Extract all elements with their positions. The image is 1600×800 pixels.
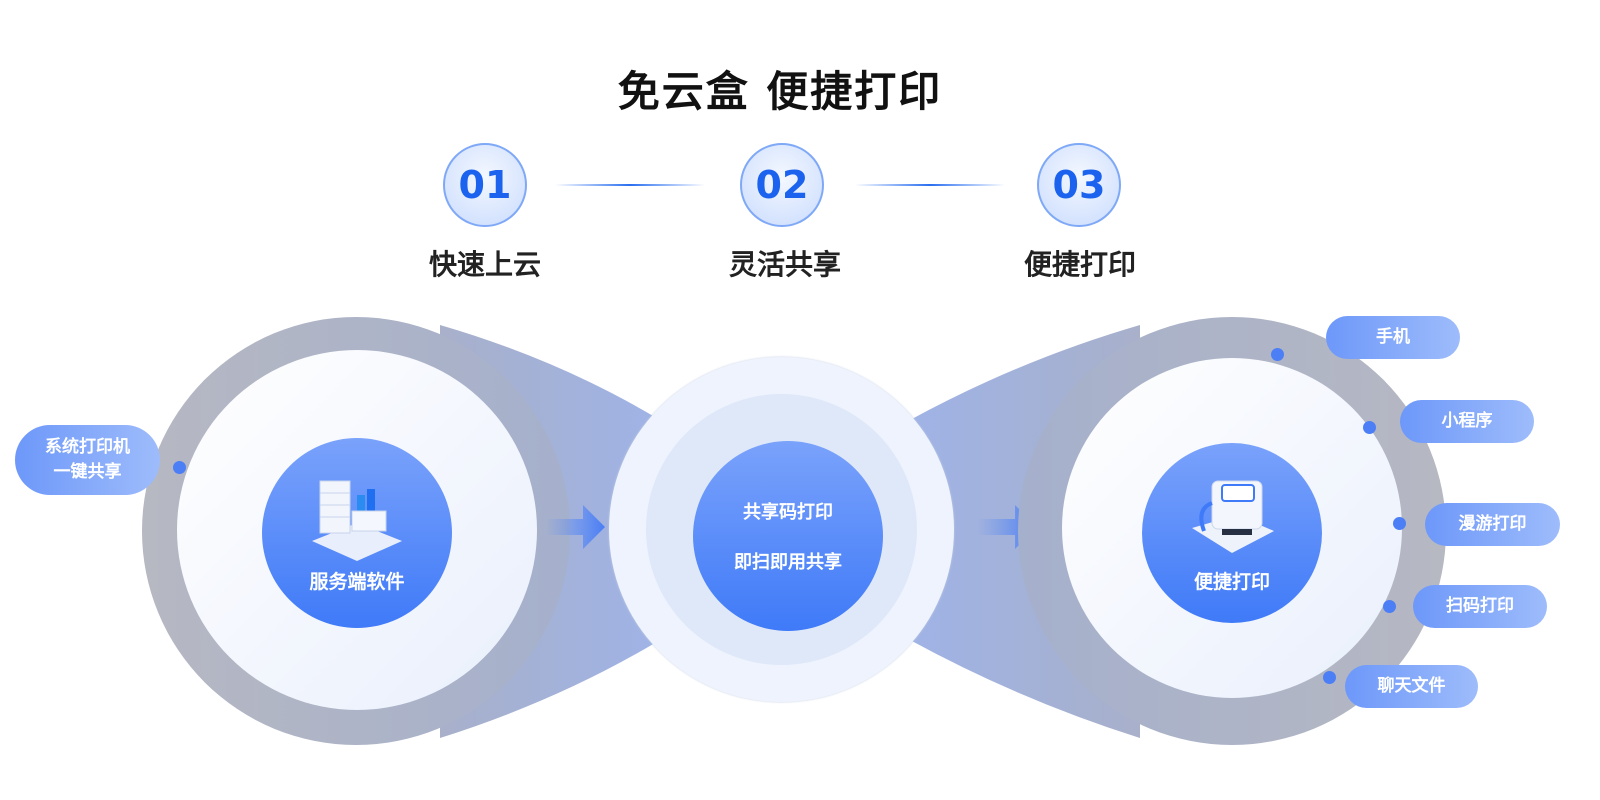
- tag-roaming-print[interactable]: 漫游打印: [1425, 503, 1560, 546]
- connector-dot: [173, 461, 186, 474]
- server-icon: [312, 480, 402, 561]
- tag-phone[interactable]: 手机: [1326, 316, 1460, 359]
- connector-dot: [1393, 517, 1406, 530]
- printer-icon: [1192, 480, 1274, 553]
- tag-scan-print[interactable]: 扫码打印: [1413, 585, 1547, 628]
- step-connector: [555, 184, 705, 186]
- connector-dot: [1323, 671, 1336, 684]
- tag-system-printer-share[interactable]: 系统打印机一键共享: [15, 425, 160, 495]
- step-badge-2: 02: [740, 143, 824, 227]
- tag-mini-program[interactable]: 小程序: [1400, 400, 1534, 443]
- tag-chat-files[interactable]: 聊天文件: [1345, 665, 1478, 708]
- step-label-2: 灵活共享: [728, 248, 841, 281]
- share-code-label: 共享码打印: [743, 502, 833, 523]
- print-node-label: 便捷打印: [1193, 570, 1270, 593]
- arrow-right-icon: [545, 505, 605, 549]
- page-title: 免云盒 便捷打印: [617, 67, 943, 116]
- step-badge-3: 03: [1037, 143, 1121, 227]
- tag-line: 系统打印机: [45, 436, 130, 457]
- connector-dot: [1271, 348, 1284, 361]
- step-connector: [855, 184, 1005, 186]
- step-badge-1: 01: [443, 143, 527, 227]
- step-label-1: 快速上云: [428, 248, 541, 281]
- scan-share-label: 即扫即用共享: [734, 552, 842, 573]
- connector-dot: [1383, 600, 1396, 613]
- share-code-node: 共享码打印 即扫即用共享: [693, 441, 883, 631]
- server-node-label: 服务端软件: [309, 570, 405, 593]
- step-label-3: 便捷打印: [1023, 248, 1136, 281]
- server-node: 服务端软件: [262, 438, 452, 628]
- print-node: 便捷打印: [1142, 443, 1322, 623]
- tag-line: 一键共享: [53, 462, 122, 482]
- connector-dot: [1363, 421, 1376, 434]
